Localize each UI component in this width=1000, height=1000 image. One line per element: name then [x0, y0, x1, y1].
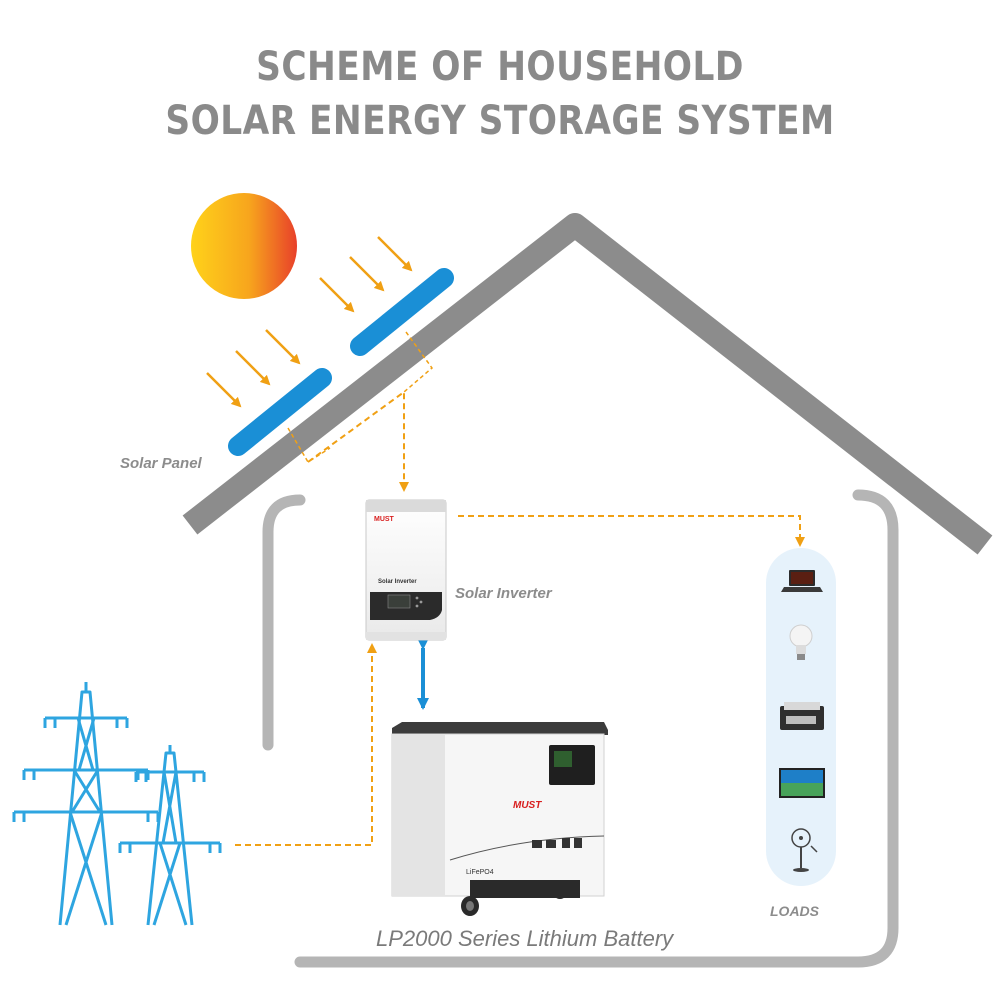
battery-brand: MUST: [513, 800, 542, 811]
power-pylon-small: [118, 745, 222, 926]
solar-panel-label: Solar Panel: [120, 455, 202, 472]
panel-wire: [307, 390, 409, 492]
solar-inverter-label: Solar Inverter: [455, 585, 552, 602]
house-left-wall: [262, 494, 306, 751]
power-pylon-large: [12, 682, 160, 926]
fan-icon: [791, 828, 818, 872]
solar-panel-1: [228, 368, 332, 456]
grid-inverter-wire: [235, 643, 377, 846]
solar-inverter: MUST Solar Inverter: [365, 499, 447, 641]
roof: [182, 213, 993, 555]
loads-label: LOADS: [770, 903, 819, 919]
title-line-2: SOLAR ENERGY STORAGE SYSTEM: [165, 98, 835, 144]
battery-chem: LiFePO4: [466, 869, 494, 876]
panel-bracket-2: [403, 331, 434, 393]
battery-label: LP2000 Series Lithium Battery: [376, 926, 674, 951]
lithium-battery: MUST LiFePO4: [391, 722, 608, 916]
panel-bracket-1: [287, 427, 331, 464]
light-bulb-icon: [789, 624, 813, 660]
sun-rays: [206, 236, 413, 408]
inverter-loads-wire: [458, 515, 805, 547]
laptop-icon: [781, 570, 823, 592]
solar-panel-2: [350, 268, 454, 356]
house-right-wall-floor: [294, 489, 899, 968]
tv-icon: [779, 768, 825, 798]
printer-icon: [780, 702, 824, 730]
inverter-name: Solar Inverter: [378, 579, 417, 585]
title-line-1: SCHEME OF HOUSEHOLD: [256, 44, 744, 90]
sun-icon: [191, 193, 297, 299]
inverter-brand: MUST: [374, 516, 395, 523]
